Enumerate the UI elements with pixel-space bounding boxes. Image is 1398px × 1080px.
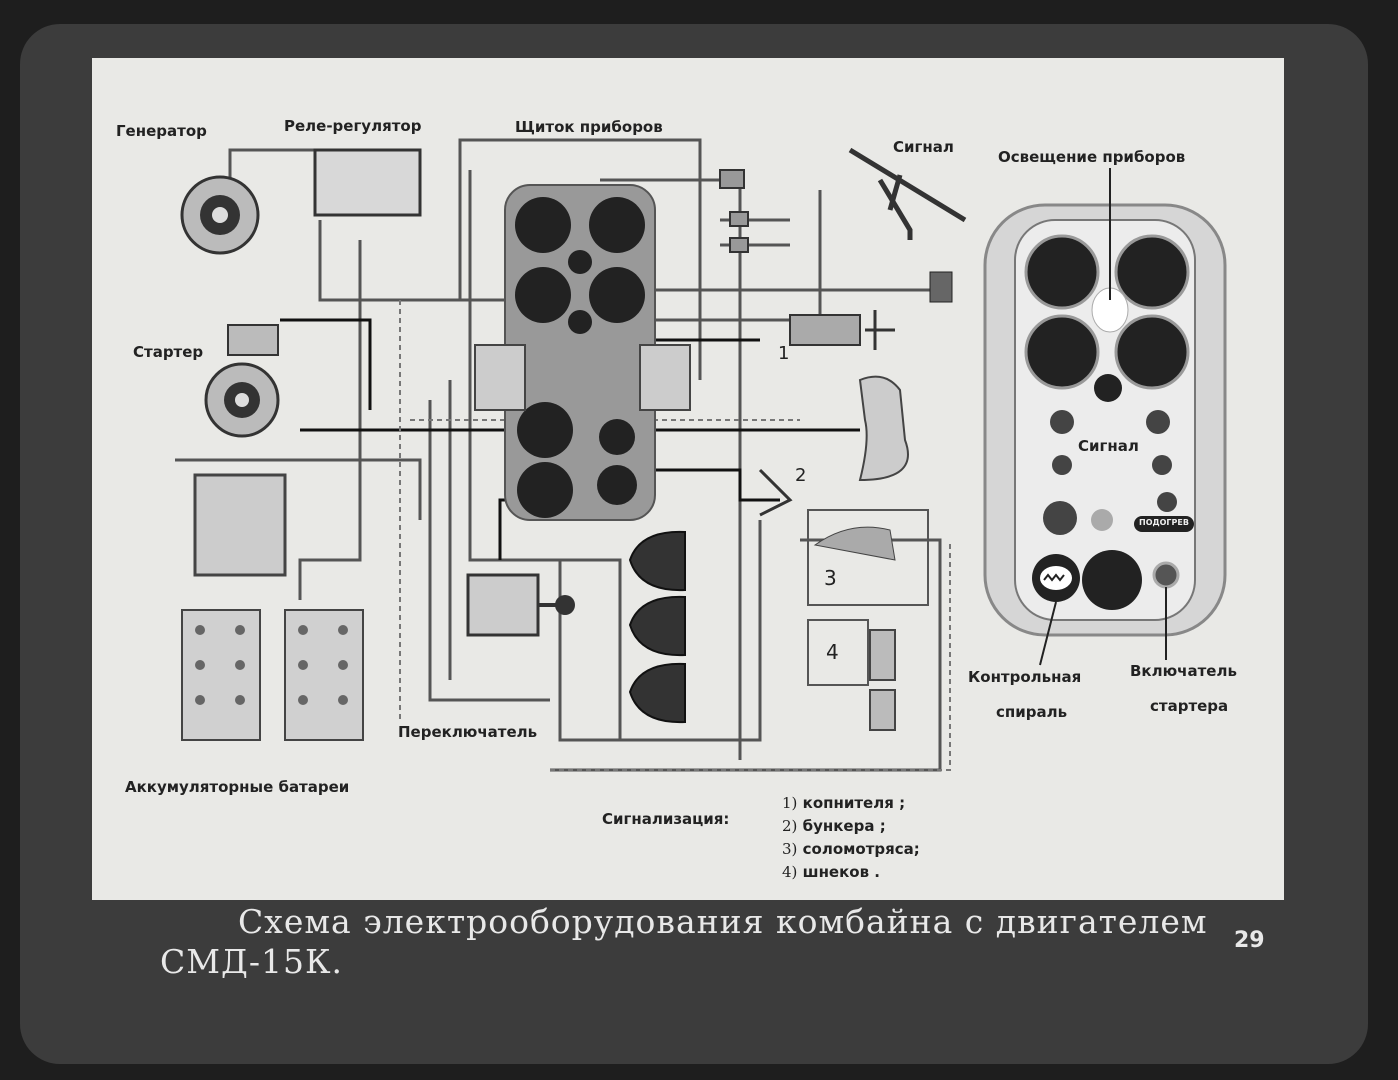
signaling-item: 1) копнителя ; [782, 794, 906, 812]
signal-device-1-icon [789, 310, 895, 350]
slide-caption: Схема электрооборудования комбайна с дви… [160, 902, 1208, 981]
batteries-icon [181, 609, 364, 741]
label-n2: 2 [795, 465, 807, 486]
horn-icon [858, 375, 909, 482]
signaling-item: 2) бункера ; [782, 817, 886, 835]
generator-icon [180, 175, 260, 255]
lamp-icon [929, 271, 953, 303]
main-switch-icon [1082, 550, 1142, 610]
dashboard-icon [474, 184, 691, 521]
label-n3: 3 [824, 566, 837, 590]
signal-device-2-icon [758, 468, 793, 517]
label-control-coil-2: спираль [996, 703, 1068, 721]
label-dashboard: Щиток приборов [515, 118, 663, 136]
signaling-list: 1) копнителя ; 2) бункера ; 3) соломотря… [782, 792, 920, 884]
signaling-title: Сигнализация: [602, 810, 730, 828]
instrument-panel [983, 168, 1227, 666]
label-starter-switch-2: стартера [1150, 697, 1229, 715]
label-panel-signal: Сигнал [1078, 437, 1139, 455]
starter-switch-icon [1152, 561, 1180, 589]
signaling-item: 3) соломотряса; [782, 840, 920, 858]
label-control-coil-1: Контрольная [968, 668, 1082, 686]
light-switch-icon [466, 573, 575, 637]
label-starter: Стартер [133, 343, 204, 361]
frame-number: 29 [1234, 928, 1265, 953]
starter-icon [204, 324, 280, 438]
signal-box-3 [807, 509, 929, 606]
label-n1: 1 [778, 343, 790, 364]
junction-box-icon [193, 473, 287, 577]
signal-box-4 [807, 619, 869, 686]
label-generator: Генератор [116, 122, 207, 140]
label-panel-light: Освещение приборов [998, 148, 1186, 166]
label-heater: ПОДОГРЕВ [1139, 518, 1189, 527]
label-batteries: Аккумуляторные батареи [125, 778, 350, 796]
signaling-item: 4) шнеков . [782, 863, 881, 881]
headlights-icon [628, 530, 686, 724]
label-switch: Переключатель [398, 723, 538, 741]
relay-regulator-icon [313, 148, 422, 217]
label-horn: Сигнал [893, 138, 954, 156]
label-n4: 4 [826, 640, 839, 664]
label-starter-switch-1: Включатель [1130, 662, 1237, 680]
label-relay: Реле-регулятор [284, 117, 422, 135]
horn-steering-icon [848, 147, 967, 240]
